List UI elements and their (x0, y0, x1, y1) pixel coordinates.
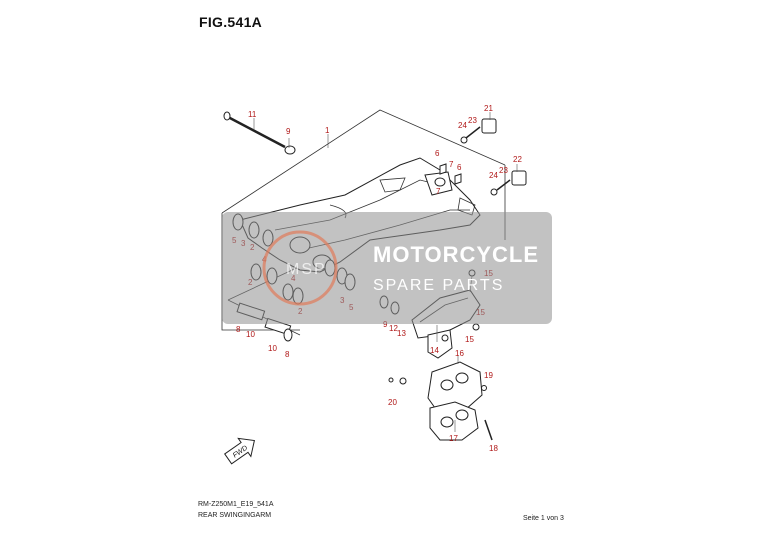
callout-labels: 1 2 2 2 3 3 4 4 5 5 6 6 7 7 8 8 9 9 10 1… (232, 104, 522, 453)
chain-adjusters (460, 118, 527, 196)
callout-label: 8 (236, 325, 241, 334)
callout-label: 16 (455, 349, 464, 358)
callout-label: 1 (325, 126, 330, 135)
leader-lines (253, 112, 518, 432)
callout-label: 24 (458, 121, 467, 130)
callout-label: 13 (397, 329, 406, 338)
figure-subtitle: REAR SWINGINGARM (198, 512, 272, 519)
callout-label: 24 (489, 171, 498, 180)
watermark: MSP MOTORCYCLE SPARE PARTS (222, 212, 552, 324)
callout-label: 10 (246, 330, 255, 339)
callout-label: 15 (465, 335, 474, 344)
callout-label: 6 (435, 149, 440, 158)
callout-label: 23 (499, 166, 508, 175)
callout-label: 9 (383, 320, 388, 329)
callout-label: 10 (268, 344, 277, 353)
callout-label: 7 (449, 160, 454, 169)
forward-arrow-icon: FWD (224, 437, 255, 465)
watermark-badge-icon (262, 230, 338, 306)
watermark-badge: MSP (286, 261, 327, 278)
callout-label: 6 (457, 163, 462, 172)
callout-label: 23 (468, 116, 477, 125)
figure-code: RM-Z250M1_E19_541A (198, 501, 274, 508)
callout-label: 7 (436, 187, 441, 196)
page-label: Seite 1 von 3 (523, 515, 564, 522)
callout-label: 20 (388, 398, 397, 407)
callout-label: 11 (248, 110, 257, 119)
watermark-line1: MOTORCYCLE (373, 242, 539, 267)
callout-label: 18 (489, 444, 498, 453)
callout-label: 22 (513, 155, 522, 164)
callout-label: 9 (286, 127, 291, 136)
pivot-bolt (223, 111, 296, 155)
figure-title: FIG.541A (199, 14, 263, 30)
callout-label: 12 (389, 324, 398, 333)
chain-slider (388, 361, 493, 441)
callout-label: 21 (484, 104, 493, 113)
callout-label: 19 (484, 371, 493, 380)
arm-bolts (439, 163, 462, 185)
callout-label: 17 (449, 434, 458, 443)
watermark-line2: SPARE PARTS (373, 277, 504, 294)
callout-label: 14 (430, 346, 439, 355)
callout-label: 8 (285, 350, 290, 359)
